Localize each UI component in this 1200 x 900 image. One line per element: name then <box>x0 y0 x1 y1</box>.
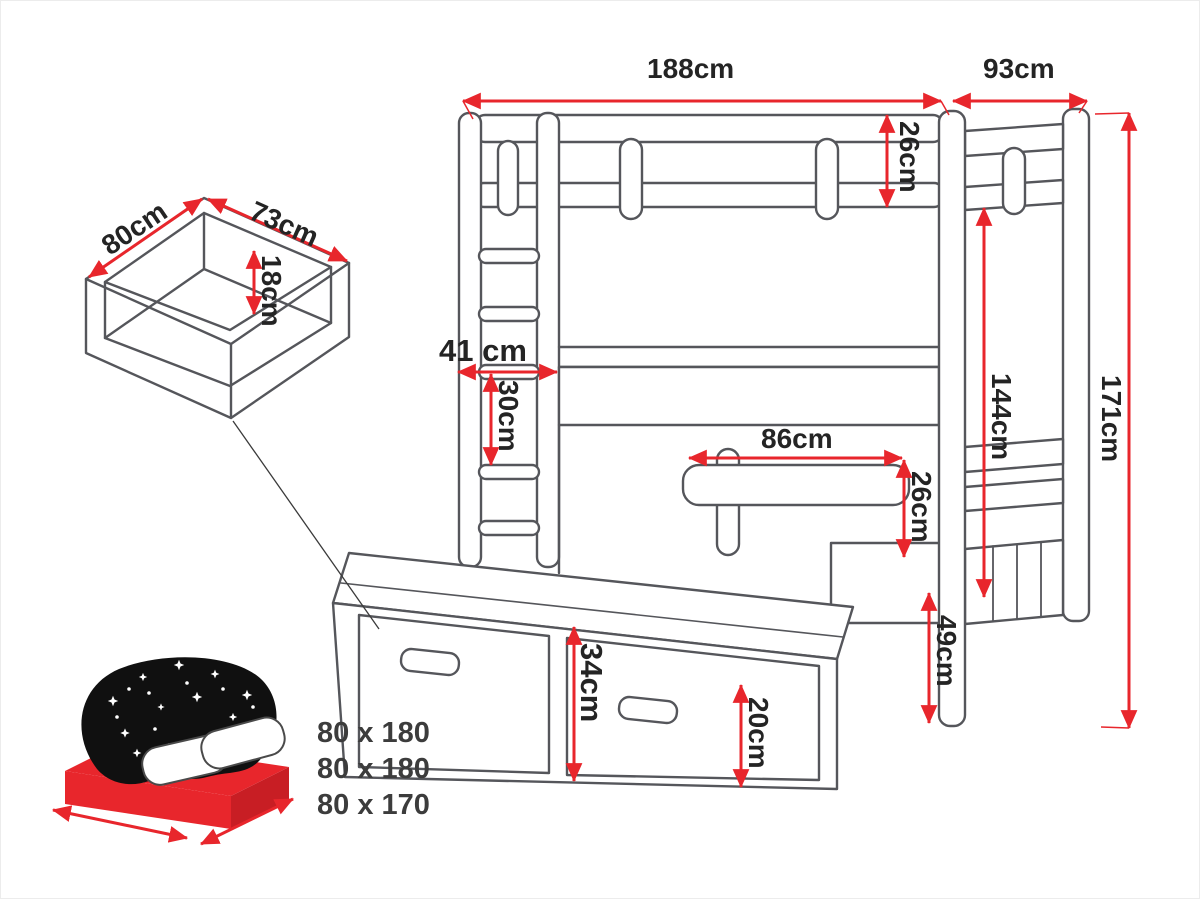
front-right-post <box>937 109 967 728</box>
trundle-bed <box>331 551 855 791</box>
guard-height-label: 26cm <box>906 471 937 543</box>
dim-line-storage-width <box>207 197 348 263</box>
front-slat-1 <box>618 137 644 221</box>
drawer-outer-walls <box>84 261 351 420</box>
drawer-handle-1 <box>399 647 461 677</box>
bunk-bed-drawing <box>331 107 1091 791</box>
blanket-stars <box>107 659 263 758</box>
ladder-inner-post <box>535 111 561 569</box>
mattress-size-2: 80 x 180 <box>317 753 430 785</box>
lower-bunk-mattress <box>557 365 941 427</box>
ladder-rung <box>477 519 541 537</box>
lower-bunk-back-rail <box>557 345 941 369</box>
mattress-size-1: 80 x 180 <box>317 717 430 749</box>
ladder-rung <box>477 305 541 323</box>
width-arrow <box>200 797 294 846</box>
mattress-sizes-list: 80 x 180 80 x 180 80 x 170 <box>317 715 430 823</box>
shelf-width-label: 41 cm <box>439 333 527 368</box>
base-side-panel <box>963 538 1065 626</box>
dim-line-storage-length <box>88 197 203 279</box>
total-height-label: 171cm <box>1096 375 1127 463</box>
clearance-label: 49cm <box>931 615 962 687</box>
trundle-height-label: 34cm <box>574 643 609 723</box>
extension-ticks <box>462 100 1130 729</box>
front-slat-2 <box>814 137 840 221</box>
trundle-mattress-edge <box>340 582 844 638</box>
drawer-handle-2 <box>617 695 679 725</box>
bed-depth-label: 93cm <box>983 53 1055 84</box>
headboard-slat <box>496 139 520 217</box>
leader-line <box>232 420 380 630</box>
length-arrow <box>51 805 189 843</box>
under-top-bunk-label: 144cm <box>986 373 1017 461</box>
bed-icon-arrows <box>51 797 294 846</box>
top-rail-height-label: 26cm <box>894 121 925 193</box>
guard-rail-board <box>681 463 911 507</box>
side-slat <box>1001 146 1027 216</box>
lower-side-rail-2 <box>963 477 1065 513</box>
guard-length-label: 86cm <box>761 423 833 454</box>
back-right-post <box>1061 107 1091 623</box>
drawer-front-label: 20cm <box>743 697 774 769</box>
bed-icon <box>51 657 294 846</box>
storage-depth-label: 18cm <box>256 255 287 327</box>
pillows <box>141 716 286 786</box>
mattress-front-face <box>65 771 231 829</box>
bed-width-label: 188cm <box>647 53 735 84</box>
shelf-spacing-label: 30cm <box>493 380 524 452</box>
ladder-rung <box>477 247 541 265</box>
lower-bunk <box>557 345 941 625</box>
dimension-lines <box>88 92 1138 789</box>
mattress-size-3: 80 x 170 <box>317 789 430 821</box>
base-slats <box>992 541 1042 622</box>
shelf-board <box>477 463 541 481</box>
